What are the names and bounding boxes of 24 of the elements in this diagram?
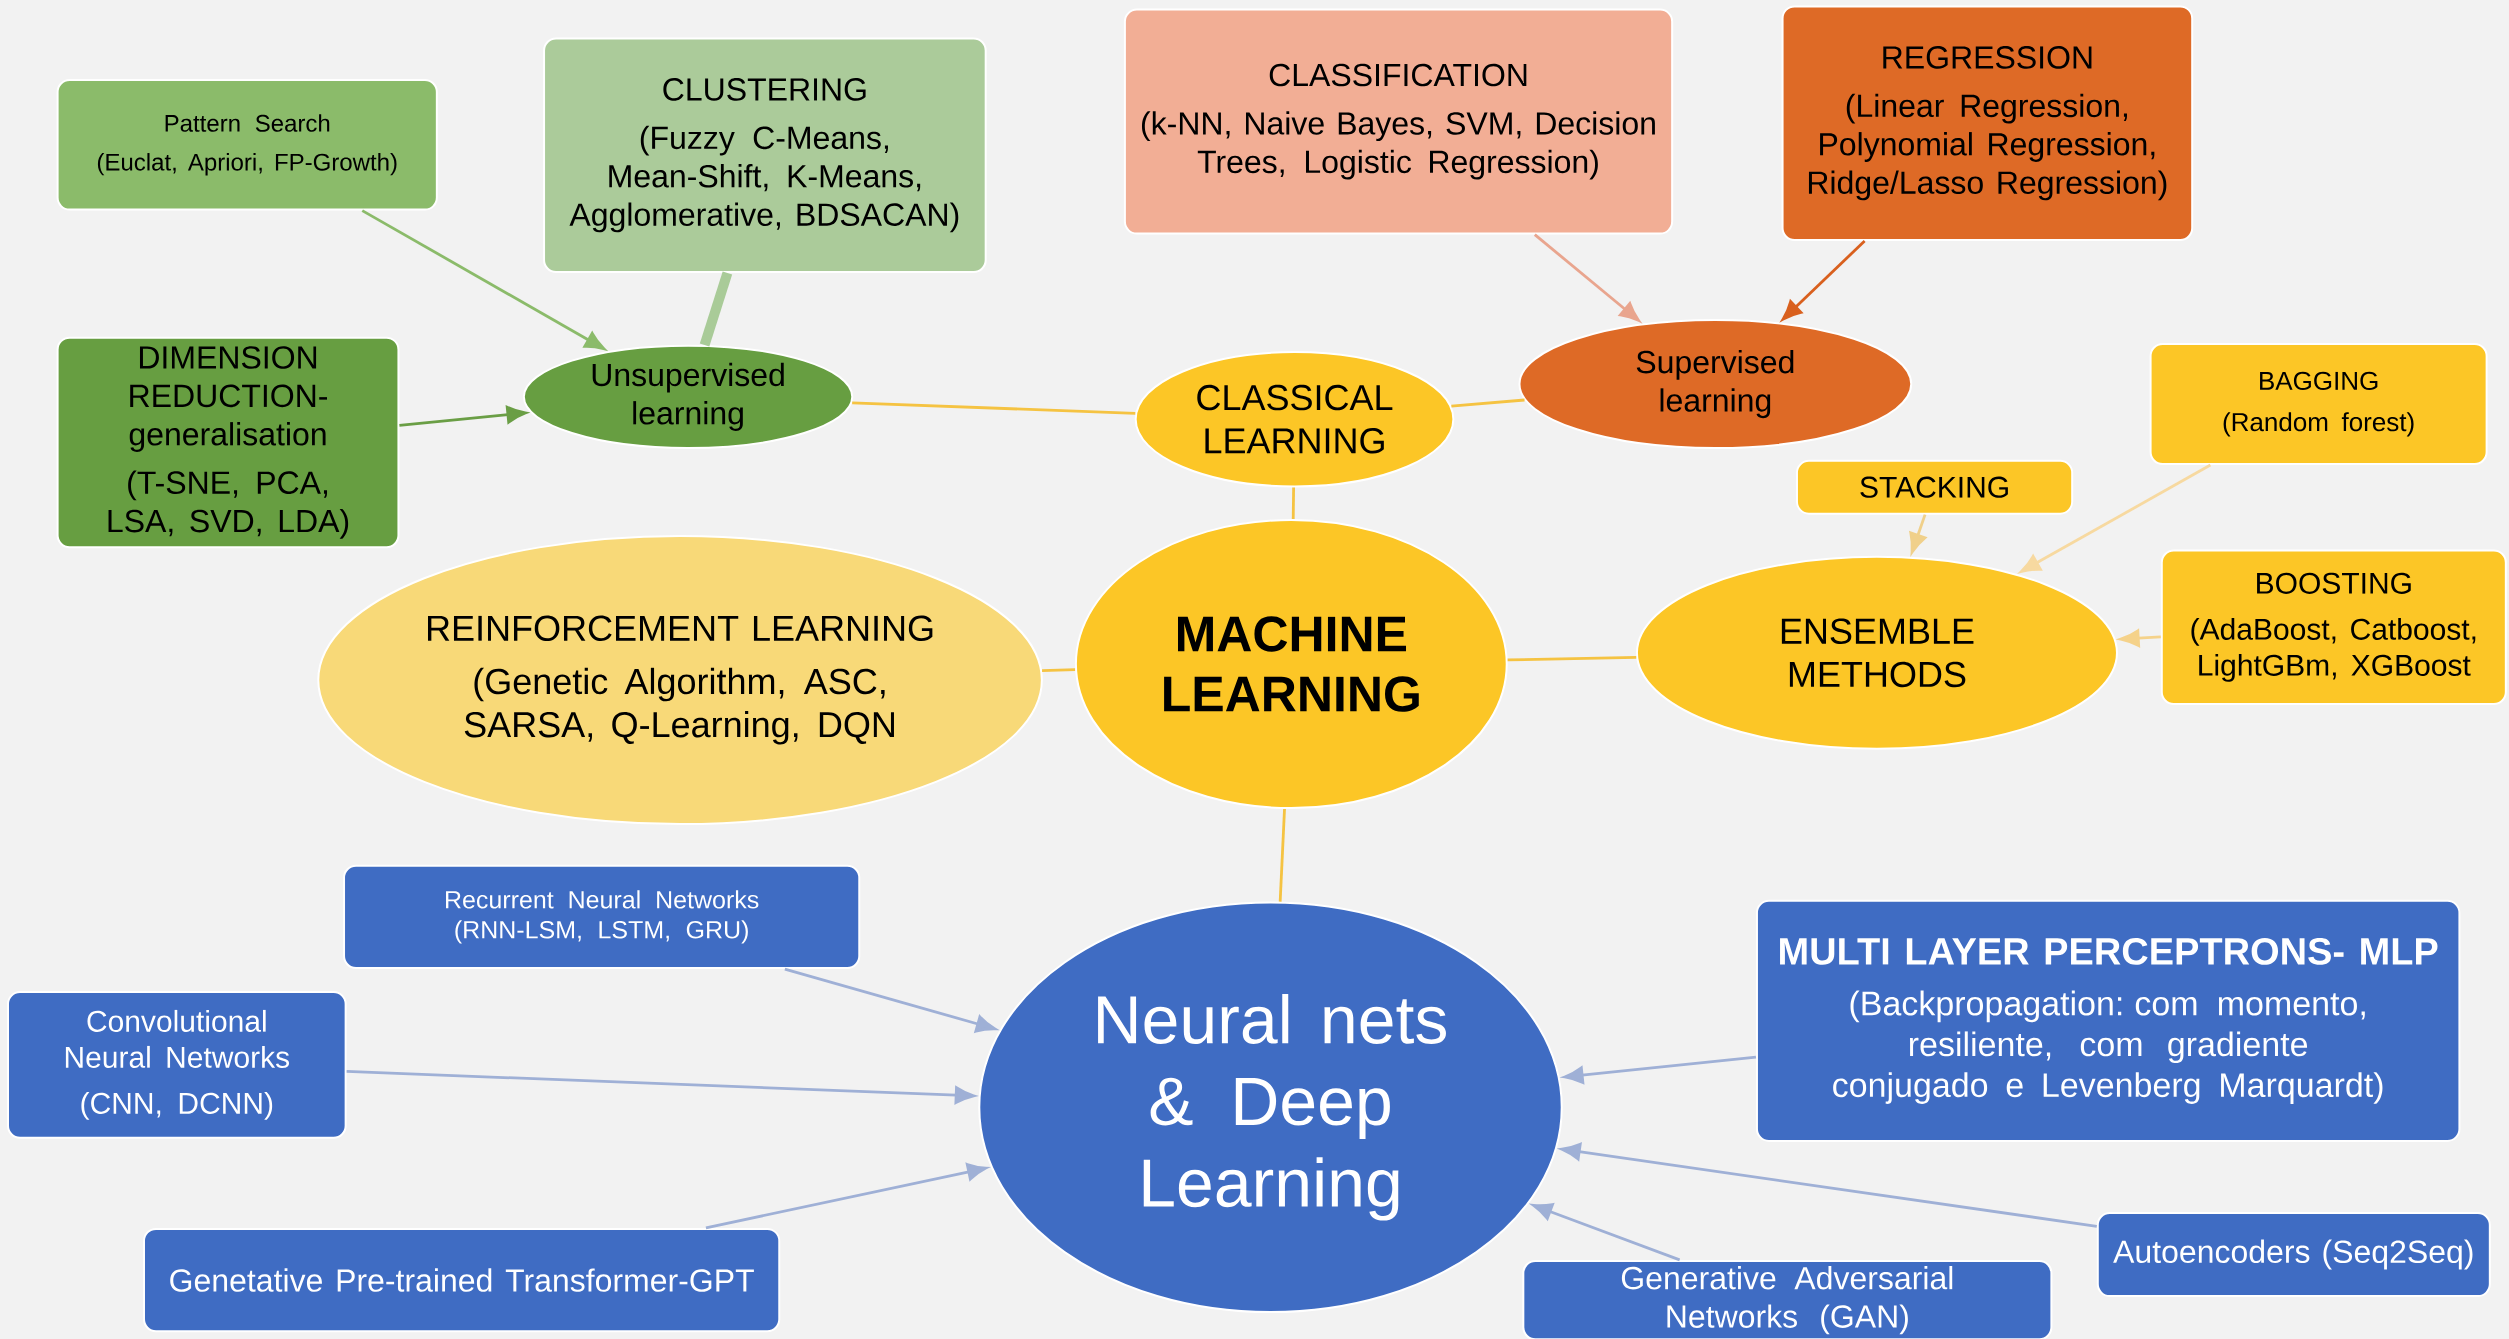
topic-box: Generative Adversarial Networks (GAN)	[1522, 1259, 2053, 1339]
topic-box: Recurrent Neural Networks (RNN-LSM, LSTM, GRU)	[343, 864, 861, 969]
connector	[699, 271, 733, 347]
topic-box: Genetative Pre-trained Transformer-GPT	[143, 1227, 781, 1333]
connector	[1451, 398, 1525, 408]
topic-box: Autoencoders (Seq2Seq)	[2096, 1211, 2491, 1297]
topic-box: Pattern Search (Euclat, Apriori, FP-Growth)	[56, 78, 438, 211]
connector	[1781, 239, 1866, 321]
topic-box: STACKING	[1795, 459, 2074, 515]
connector	[1507, 655, 1637, 662]
connector	[1278, 808, 1286, 902]
topic-box: BAGGING (Random forest)	[2149, 342, 2488, 465]
topic-box: MULTI LAYER PERCEPTRONS- MLP (Backpropagation: com momento, resiliente, com gradiente conjugado e Levenberg Marquardt)	[1755, 899, 2461, 1142]
topic-box: Convolutional Neural Networks (CNN, DCNN)	[7, 990, 347, 1139]
connector	[705, 1162, 988, 1230]
connector	[852, 401, 1136, 415]
connector	[1291, 487, 1295, 519]
connector	[1533, 233, 1640, 322]
topic-box: REGRESSION (Linear Regression, Polynomial Regression, Ridge/Lasso Regression)	[1781, 5, 2194, 241]
topic-box: DIMENSION REDUCTION- generalisation (T-SNE, PCA, LSA, SVD, LDA)	[56, 336, 400, 549]
topic-box: CLUSTERING (Fuzzy C-Means, Mean-Shift, K-Means, Agglomerative, BDSACAN)	[543, 37, 987, 273]
topic-box: BOOSTING (AdaBoost, Catboost, LightGBm, XGBoost	[2160, 549, 2507, 705]
topic-box: CLASSIFICATION (k-NN, Naive Bayes, SVM, Decision Trees, Logistic Regression)	[1123, 8, 1674, 235]
connector	[1042, 668, 1076, 672]
